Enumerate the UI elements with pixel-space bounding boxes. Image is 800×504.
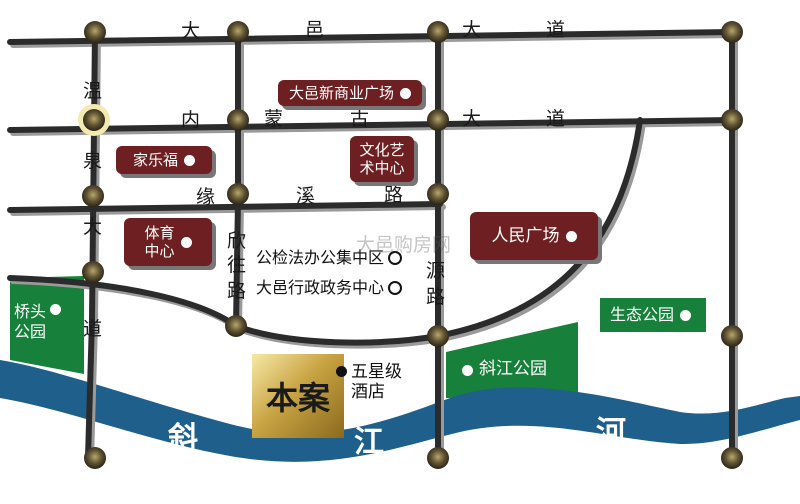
road-label-nmg-5: 道 — [546, 108, 566, 130]
landmark-tiyu[interactable]: 体育 中心 — [124, 218, 212, 266]
landmark-gongjian[interactable]: 公检法办公集中区 — [256, 248, 403, 267]
road-label-nmg-2: 蒙 — [264, 108, 284, 130]
road-label-xw-1: 欣 — [227, 230, 247, 252]
location-dot-icon — [462, 364, 473, 376]
road-label-wq-2: 泉 — [83, 150, 103, 172]
river-label-2: 江 — [354, 425, 384, 460]
park-shengtai[interactable]: 生态公园 — [600, 298, 706, 332]
road-label-dayi-4: 道 — [546, 19, 566, 41]
road-label-xw-3: 路 — [227, 280, 247, 302]
location-dot-icon — [565, 230, 577, 242]
road-label-dayi-1: 大 — [181, 20, 201, 42]
road-label-nmg-1: 内 — [181, 109, 201, 131]
park-qiaotou[interactable]: 桥头 公园 — [12, 296, 80, 348]
watermark: 大邑购房网 — [356, 234, 452, 256]
landmark-shangye[interactable]: 大邑新商业广场 — [278, 80, 422, 106]
location-dot-icon — [400, 87, 411, 99]
landmark-hotel[interactable]: 五星级 酒店 — [336, 362, 402, 403]
project-label: 本案 — [265, 379, 330, 417]
landmark-jialefu[interactable]: 家乐福 — [116, 146, 212, 174]
road-label-yx-2: 溪 — [296, 185, 316, 207]
road-label-nmg-4: 大 — [462, 108, 482, 130]
landmark-gongjian-label: 公检法办公集中区 — [256, 248, 385, 267]
road-label-xw-2: 往 — [227, 254, 247, 276]
location-dot-icon — [180, 236, 192, 248]
landmark-xingzheng[interactable]: 大邑行政政务中心 — [256, 278, 403, 297]
road-label-wq-4: 道 — [83, 318, 103, 340]
road-label-yx-3: 路 — [384, 184, 404, 206]
park-xiejiang[interactable]: 斜江公园 — [456, 356, 576, 384]
location-ring-icon — [388, 250, 403, 265]
landmark-renmin-label: 人民广场 — [491, 225, 560, 246]
neimenggu-dadao-road — [7, 117, 735, 133]
project-marker[interactable]: 本案 — [252, 354, 344, 438]
river-label-1: 斜 — [168, 421, 198, 456]
landmark-renmin[interactable]: 人民广场 — [470, 212, 598, 260]
landmark-wenhua-label: 文化艺 术中心 — [359, 141, 405, 177]
dayi-dadao-road — [7, 29, 735, 45]
location-dot-icon — [50, 304, 62, 315]
landmark-tiyu-label: 体育 中心 — [144, 224, 175, 260]
landmark-xingzheng-label: 大邑行政政务中心 — [256, 278, 385, 297]
road-label-wq-3: 大 — [83, 216, 103, 238]
location-dot-icon — [680, 309, 692, 321]
location-dot-icon — [336, 366, 347, 377]
location-ring-icon — [388, 280, 403, 295]
park-qiaotou-label: 桥头 公园 — [14, 302, 47, 341]
location-dot-icon — [184, 154, 195, 166]
road-label-nmg-3: 古 — [350, 108, 370, 130]
intersection-nodes — [78, 21, 743, 469]
road-label-dayi-3: 大 — [462, 19, 482, 41]
landmark-hotel-label: 五星级 酒店 — [351, 362, 402, 403]
road-label-yl-1: 源 — [426, 260, 446, 282]
road-label-yx-1: 缘 — [196, 186, 216, 208]
river-label-3: 河 — [596, 415, 626, 450]
xiejiang-river — [0, 360, 800, 462]
landmark-wenhua[interactable]: 文化艺 术中心 — [350, 136, 414, 182]
road-label-dayi-2: 邑 — [305, 19, 325, 41]
yuanxi-lu-road — [7, 201, 443, 213]
qiaotou-park-area — [10, 276, 84, 374]
landmark-shangye-label: 大邑新商业广场 — [288, 84, 394, 102]
park-xiejiang-label: 斜江公园 — [479, 359, 547, 380]
park-shengtai-label: 生态公园 — [610, 305, 675, 324]
xiejiang-park-area — [446, 322, 578, 398]
road-label-wq-1: 温 — [83, 80, 103, 102]
road-label-yl-2: 路 — [426, 286, 446, 308]
landmark-jialefu-label: 家乐福 — [132, 151, 178, 169]
